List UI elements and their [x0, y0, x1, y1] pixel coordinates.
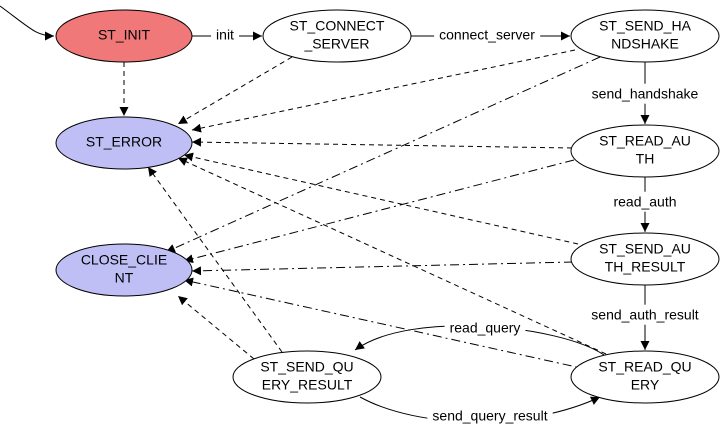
edge-st_read_query-to-close_client	[183, 277, 591, 371]
node-st-error: ST_ERROR	[55, 116, 193, 170]
edges-layer	[0, 5, 650, 423]
node-label-line: ST_INIT	[98, 27, 151, 43]
edge-st_connect_server-to-st_error	[177, 56, 293, 125]
edge-label-background	[427, 405, 553, 426]
node-label-line: ST_ERROR	[86, 134, 162, 150]
node-st-send-handshake: ST_SEND_HA NDSHAKE	[570, 9, 720, 63]
node-close-client: CLOSE_CLIE NT	[55, 243, 193, 297]
node-label-line: TH_RESULT	[605, 259, 686, 275]
node-label-line: NT	[115, 270, 134, 286]
node-st-connect-server: ST_CONNECT _SERVER	[262, 9, 412, 63]
node-shape	[55, 116, 193, 170]
edge-label-init-connect: init	[216, 27, 234, 43]
node-label-line: ST_READ_QU	[598, 359, 691, 375]
node-label-line: ST_SEND_AU	[599, 241, 691, 257]
node-label-line: ST_SEND_QU	[260, 359, 353, 375]
node-st-send-query-result: ST_SEND_QU ERY_RESULT	[232, 350, 382, 404]
node-st-read-query: ST_READ_QU ERY	[570, 350, 720, 404]
edge-label-background	[211, 24, 240, 45]
edge-label-background	[608, 191, 682, 212]
edge-label-readauth-sendauth: read_auth	[613, 194, 676, 210]
node-shape	[570, 350, 720, 404]
node-label-line: ST_SEND_HA	[599, 18, 691, 34]
node-label-line: ERY_RESULT	[262, 377, 353, 393]
edge-label-readquery-sendquery: read_query	[450, 320, 521, 336]
edge-st_send_auth_result-to-close_client	[191, 261, 574, 276]
edge-label-sendquery-readquery: send_query_result	[432, 408, 547, 424]
edge-label-background	[586, 83, 704, 104]
node-label-line: NDSHAKE	[611, 36, 679, 52]
edge-label-handshake-readauth: send_handshake	[592, 86, 699, 102]
edge-label-background	[444, 317, 526, 338]
node-label-line: _SERVER	[303, 36, 369, 52]
node-st-init: ST_INIT	[55, 9, 193, 63]
edge-st_read_auth-to-close_client	[183, 159, 575, 264]
edge-st_read_query-to-st_error	[177, 157, 607, 355]
edge-st_send_handshake-to-close_client	[165, 56, 601, 253]
node-st-read-auth: ST_READ_AU TH	[570, 124, 720, 178]
edge-label-sendauth-readquery: send_auth_result	[591, 307, 699, 323]
node-shape	[570, 9, 720, 63]
node-label-line: ST_CONNECT	[290, 18, 385, 34]
edge-st_read_auth-to-st_error	[191, 137, 573, 149]
node-shape	[55, 9, 193, 63]
edge-label-background	[434, 24, 541, 45]
node-shape	[232, 350, 382, 404]
edge-label-background	[586, 304, 704, 325]
edge-st_send_query_result-to-st_error	[147, 166, 283, 353]
edge-start-to-st_init	[0, 5, 55, 41]
node-st-send-auth-result: ST_SEND_AU TH_RESULT	[570, 232, 720, 286]
edge-label-connect-handshake: connect_server	[439, 27, 535, 43]
node-label-line: ST_READ_AU	[599, 133, 691, 149]
edge-st_send_handshake-to-st_error	[191, 49, 576, 133]
node-shape	[262, 9, 412, 63]
node-shape	[55, 243, 193, 297]
node-shape	[570, 232, 720, 286]
node-label-line: ERY	[631, 377, 660, 393]
edge-labels-layer: init connect_server send_handshake read_aut…	[211, 24, 704, 426]
node-label-line: CLOSE_CLIE	[81, 252, 167, 268]
node-shape	[570, 124, 720, 178]
edge-st_send_auth_result-to-st_error	[183, 152, 579, 245]
edge-st_send_query_result-to-close_client	[177, 295, 255, 360]
node-label-line: TH	[636, 151, 655, 167]
nodes-layer: ST_INIT ST_CONNECT _SERVER ST_SEND_HA NDSHAK…	[55, 9, 720, 404]
